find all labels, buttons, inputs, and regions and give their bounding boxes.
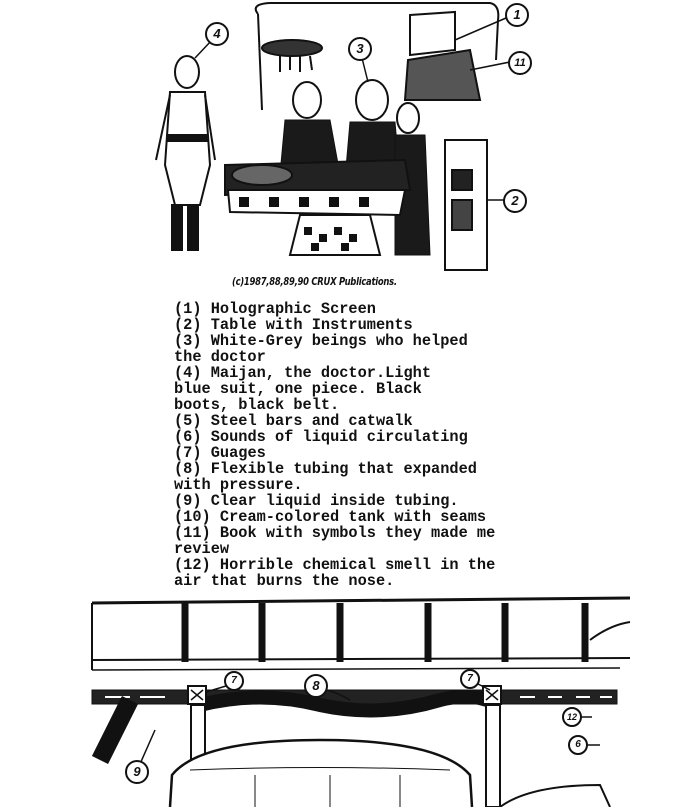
legend-text: Horrible chemical smell in the	[219, 556, 496, 574]
legend-text: Maijan, the doctor.Light	[210, 364, 432, 382]
legend-item-continuation: boots, black belt.	[174, 397, 495, 413]
legend-number: (9)	[174, 492, 202, 510]
legend-item: (5) Steel bars and catwalk	[174, 413, 495, 429]
legend-text: White-Grey beings who helped	[210, 332, 468, 350]
callout-1: 1	[505, 3, 529, 27]
legend-item: (6) Sounds of liquid circulating	[174, 429, 495, 445]
legend-text: Table with Instruments	[210, 316, 413, 334]
legend-text: review	[174, 540, 230, 558]
legend-number: (10)	[174, 508, 211, 526]
legend-text: air that burns the nose.	[174, 572, 395, 590]
legend-item: (7) Guages	[174, 445, 495, 461]
legend-text: the doctor	[174, 348, 266, 366]
legend-item: (3) White-Grey beings who helped	[174, 333, 495, 349]
legend-text: Clear liquid inside tubing.	[210, 492, 459, 510]
legend-item: (1) Holographic Screen	[174, 301, 495, 317]
callout-12: 12	[562, 707, 582, 727]
callout-7-left: 7	[224, 671, 244, 691]
legend-item: (11) Book with symbols they made me	[174, 525, 495, 541]
legend-item-continuation: air that burns the nose.	[174, 573, 495, 589]
legend-item: (8) Flexible tubing that expanded	[174, 461, 495, 477]
legend-number: (12)	[174, 556, 211, 574]
legend-text: boots, black belt.	[174, 396, 340, 414]
callout-6: 6	[568, 735, 588, 755]
callout-4: 4	[205, 22, 229, 46]
legend-number: (11)	[174, 524, 211, 542]
callout-3: 3	[348, 37, 372, 61]
legend-item: (2) Table with Instruments	[174, 317, 495, 333]
legend-text: with pressure.	[174, 476, 303, 494]
legend-text: Book with symbols they made me	[219, 524, 496, 542]
legend-item: (10) Cream-colored tank with seams	[174, 509, 495, 525]
legend-number: (1)	[174, 300, 202, 318]
legend-number: (8)	[174, 460, 202, 478]
legend-item: (12) Horrible chemical smell in the	[174, 557, 495, 573]
legend-item-continuation: blue suit, one piece. Black	[174, 381, 495, 397]
legend-text: blue suit, one piece. Black	[174, 380, 422, 398]
legend-text: Sounds of liquid circulating	[210, 428, 468, 446]
legend-number: (3)	[174, 332, 202, 350]
callout-2: 2	[503, 189, 527, 213]
legend-text: Steel bars and catwalk	[210, 412, 413, 430]
legend-text: Cream-colored tank with seams	[219, 508, 487, 526]
callout-9: 9	[125, 760, 149, 784]
legend-number: (5)	[174, 412, 202, 430]
callout-8: 8	[304, 674, 328, 698]
callout-7-right: 7	[460, 669, 480, 689]
legend-number: (6)	[174, 428, 202, 446]
legend-number: (4)	[174, 364, 202, 382]
legend-list: (1) Holographic Screen(2) Table with Ins…	[174, 301, 495, 589]
legend-item: (9) Clear liquid inside tubing.	[174, 493, 495, 509]
legend-item-continuation: review	[174, 541, 495, 557]
legend-text: Holographic Screen	[210, 300, 376, 318]
legend-item-continuation: the doctor	[174, 349, 495, 365]
legend-number: (2)	[174, 316, 202, 334]
legend-item-continuation: with pressure.	[174, 477, 495, 493]
callout-11: 11	[508, 51, 532, 75]
legend-text: Flexible tubing that expanded	[210, 460, 477, 478]
legend-item: (4) Maijan, the doctor.Light	[174, 365, 495, 381]
copyright-caption: (c)1987,88,89,90 CRUX Publications.	[232, 275, 397, 288]
legend-number: (7)	[174, 444, 202, 462]
exam-room-illustration	[155, 2, 511, 271]
legend-text: Guages	[210, 444, 266, 462]
